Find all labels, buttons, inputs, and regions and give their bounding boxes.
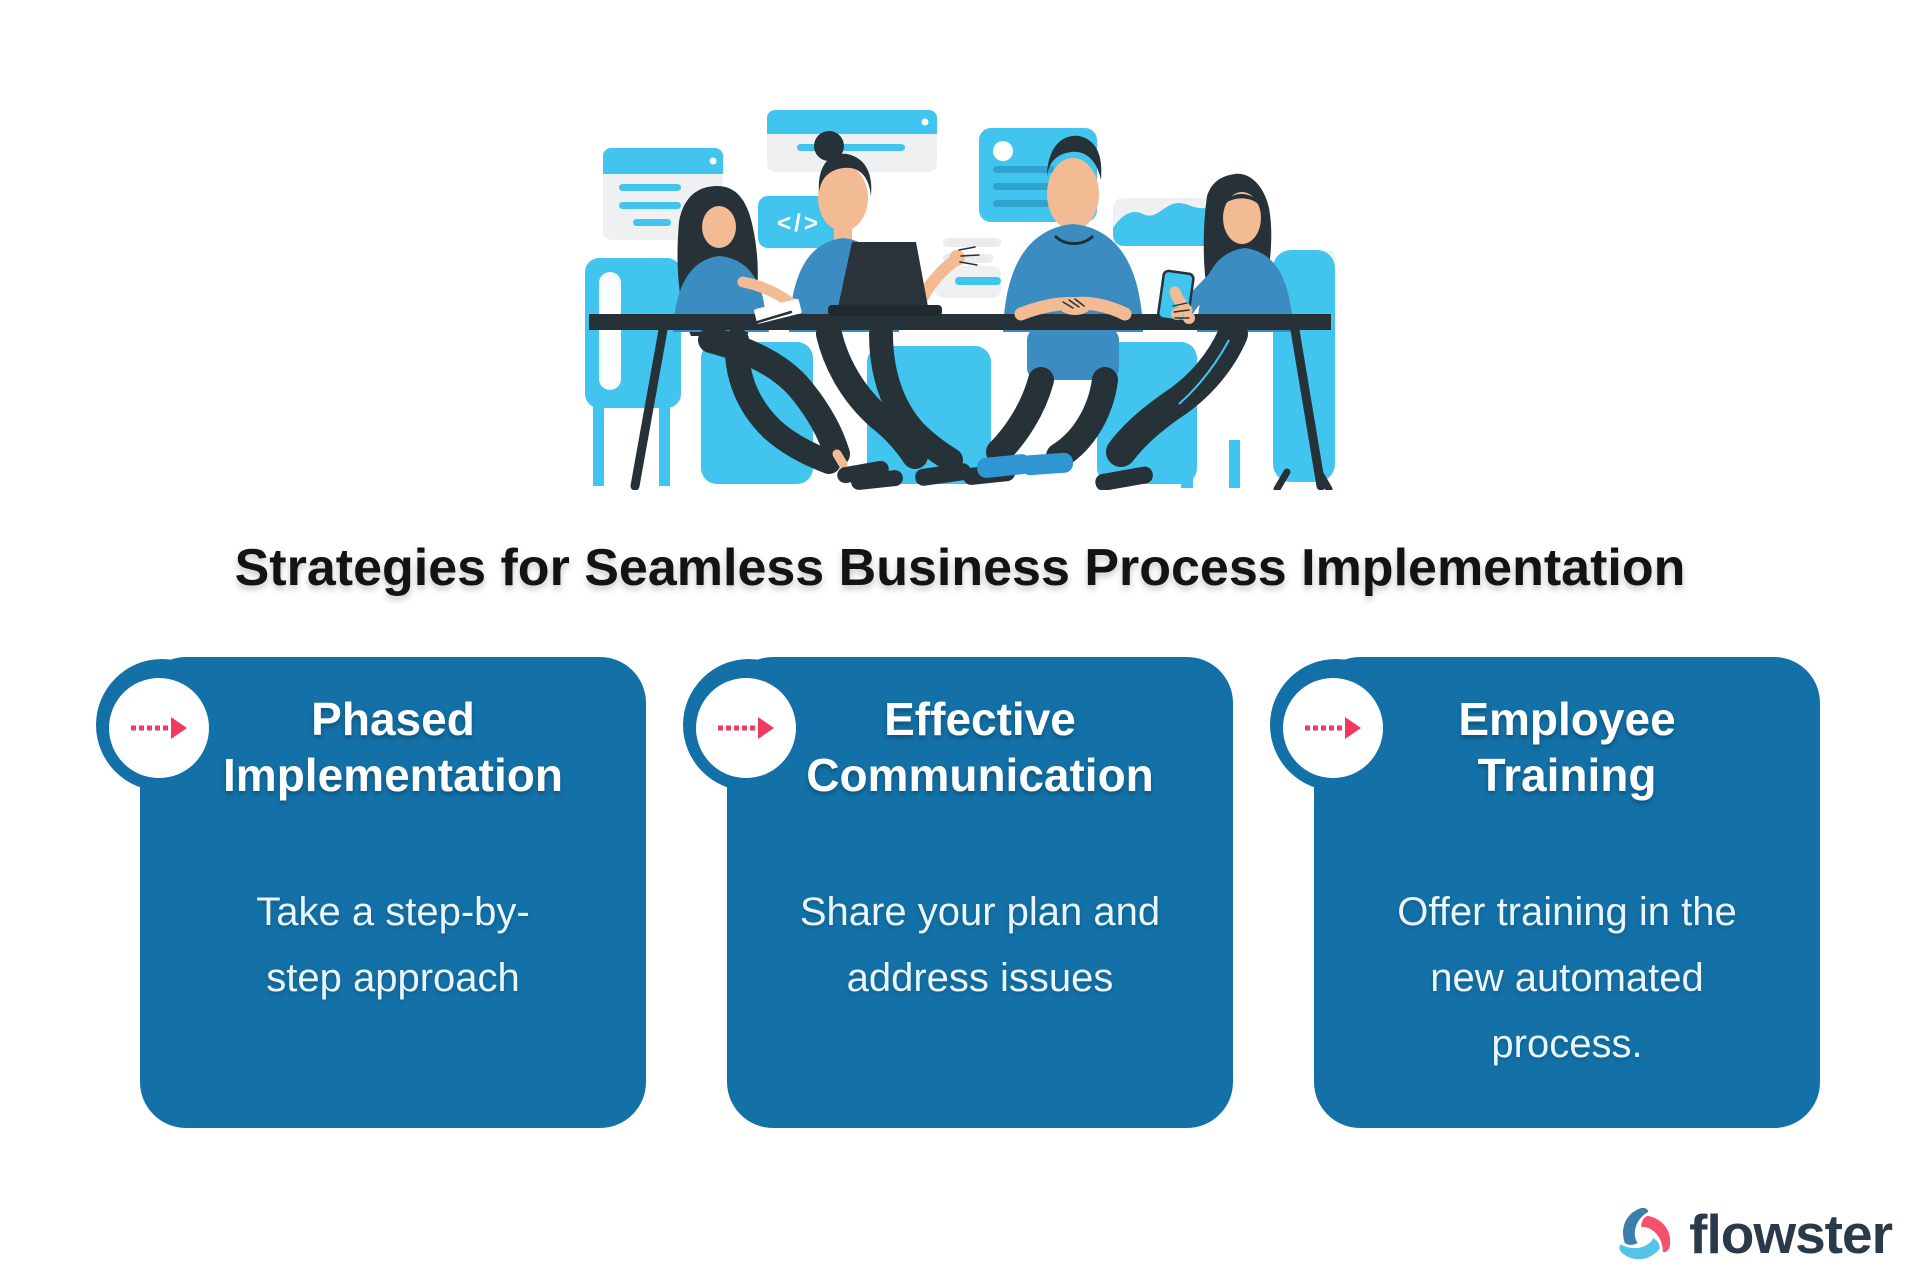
card-heading: Employee Training [1458,693,1676,801]
wave-chart-icon [1113,203,1227,246]
badge-circle [1283,678,1383,778]
window-dot-icon [921,118,929,126]
window-dot-icon [709,157,717,165]
team-meeting-illustration: </> [585,110,1335,490]
browser-window-left [603,148,723,240]
page-title: Strategies for Seamless Business Process… [234,539,1686,597]
card-heading: Effective Communication [806,693,1154,801]
card-body: Share your plan and address issues [799,890,1161,1000]
chart-panel [1113,198,1227,246]
card-heading: Phased Implementation [223,693,563,801]
strategy-cards-row: Phased Implementation Take a step-by- st… [0,657,1920,1128]
code-glyph: </> [777,210,821,237]
hands-and-papers [737,269,1195,326]
badge-circle [109,678,209,778]
footer-logo: flowster [1612,1202,1893,1266]
card-employee-training: Employee Training Offer training in the … [1270,657,1820,1128]
card-effective-communication: Effective Communication Share your plan … [683,657,1233,1128]
dashed-arrow-right-icon [131,717,187,739]
laptop [828,242,942,316]
window-dot-icon [993,141,1013,161]
browser-window-top [767,110,937,172]
card-body: Take a step-by- step approach [256,890,530,1000]
card-phased-implementation: Phased Implementation Take a step-by- st… [96,657,646,1128]
badge-circle [696,678,796,778]
person-woman-left [673,186,903,490]
dashed-arrow-right-icon [1305,717,1361,739]
card-body: Offer training in the new automated proc… [1397,890,1737,1066]
dashed-arrow-right-icon [718,717,774,739]
flowster-logo-icon [1619,1207,1671,1260]
person-woman-right [1095,173,1293,490]
logo-text: flowster [1689,1203,1893,1265]
